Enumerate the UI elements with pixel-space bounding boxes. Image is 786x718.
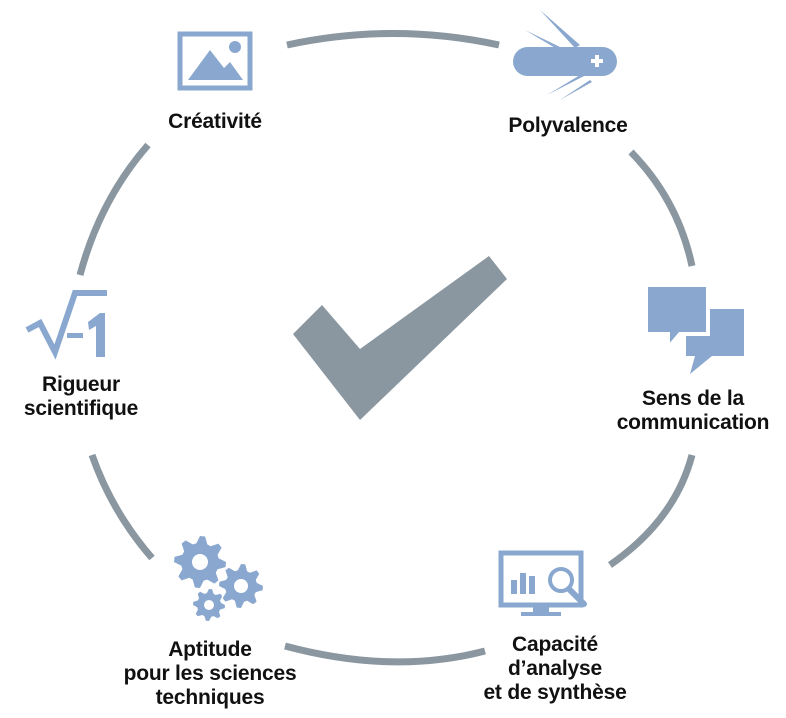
skill-label-line: Rigueur (42, 373, 120, 396)
ring-arc-lower-left (88, 453, 155, 561)
skill-label-rigueur: Rigueur scientifique (0, 373, 162, 421)
speech-bubbles-icon (644, 283, 744, 374)
ring-arc-top (286, 30, 500, 49)
ring-arc-upper-left (76, 142, 151, 276)
gear-large (174, 536, 226, 588)
swiss-knife-icon (513, 10, 617, 100)
gear-small (193, 589, 225, 621)
skill-label-communication: Sens de la communication (600, 387, 786, 435)
skill-label-line: Polyvalence (508, 114, 628, 137)
skill-label-line: Aptitude (168, 638, 252, 661)
image-icon (177, 31, 253, 91)
skill-label-line: techniques (155, 686, 265, 709)
ring-arc-upper-right (628, 149, 696, 267)
ring-arc-bottom (284, 642, 486, 666)
sqrt-minus-one-icon (25, 290, 107, 360)
skill-label-aptitude: Aptitude pour les sciences techniques (100, 638, 320, 710)
skill-label-line: Sens de la (642, 387, 744, 410)
skill-label-line: communication (616, 411, 770, 434)
skill-label-line: et de synthèse (483, 681, 627, 704)
skill-label-analyse: Capacité d’analyse et de synthèse (455, 633, 655, 705)
skill-label-line: d’analyse (508, 657, 602, 680)
ring (76, 30, 696, 666)
skill-label-line: scientifique (23, 397, 139, 420)
checkmark-icon (293, 256, 507, 420)
skill-label-line: Capacité (512, 633, 598, 656)
monitor-chart-icon (498, 550, 587, 616)
skill-label-creativite: Créativité (130, 110, 300, 134)
skill-label-polyvalence: Polyvalence (483, 114, 653, 138)
gear-medium (219, 564, 263, 608)
ring-arc-lower-right (608, 454, 696, 568)
gears-icon (174, 536, 263, 621)
skill-label-line: Créativité (168, 110, 262, 133)
skill-label-line: pour les sciences (123, 662, 297, 685)
